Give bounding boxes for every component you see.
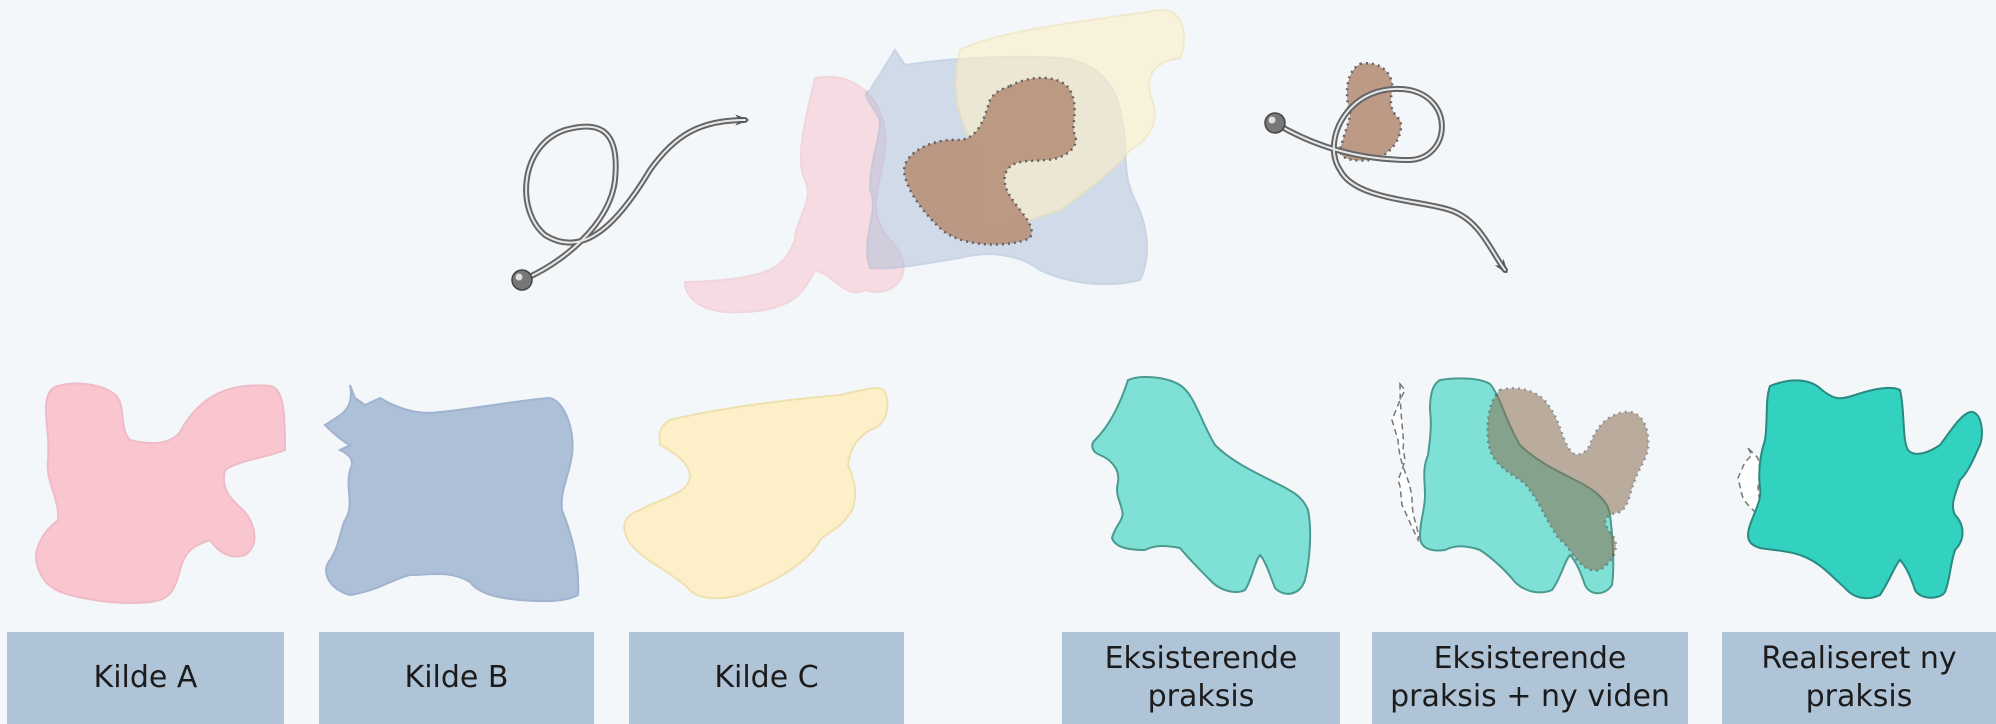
label-source-c: Kilde C <box>629 632 904 724</box>
label-source-b: Kilde B <box>319 632 594 724</box>
label-source-c-text: Kilde C <box>714 659 818 697</box>
existing-plus-new-shape <box>1392 378 1648 593</box>
label-existing-practice-text: Eksisterende praksis <box>1105 640 1298 716</box>
label-source-a-text: Kilde A <box>94 659 198 697</box>
label-realized-new-text: Realiseret ny praksis <box>1761 640 1956 716</box>
source-c-shape <box>624 388 887 598</box>
source-b-shape <box>325 385 578 601</box>
label-realized-new: Realiseret ny praksis <box>1722 632 1996 724</box>
existing-practice-shape <box>1092 377 1310 594</box>
label-existing-practice: Eksisterende praksis <box>1062 632 1340 724</box>
realized-new-shape <box>1738 380 1982 598</box>
label-existing-plus-new: Eksisterende praksis + ny viden <box>1372 632 1688 724</box>
label-existing-plus-new-text: Eksisterende praksis + ny viden <box>1390 640 1670 716</box>
combined-sources-blob <box>685 10 1184 312</box>
curly-arrow-down-icon <box>1265 63 1505 270</box>
source-a-shape <box>36 384 285 603</box>
label-source-b-text: Kilde B <box>405 659 509 697</box>
curly-arrow-icon <box>512 120 745 290</box>
label-source-a: Kilde A <box>7 632 284 724</box>
